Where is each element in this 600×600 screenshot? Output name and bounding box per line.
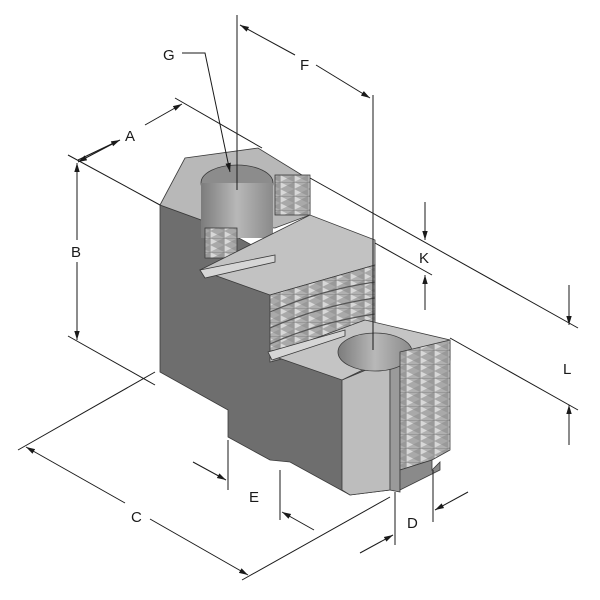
upper-left-serrations	[204, 227, 238, 259]
jaw-end-face	[341, 359, 391, 496]
upper-serrations	[274, 174, 311, 216]
middle-step-top	[198, 214, 376, 296]
jaw-body	[159, 147, 451, 496]
dimension-label-a: A	[125, 128, 135, 145]
dimension-label-b: B	[71, 244, 81, 261]
dimension-label-e: E	[249, 489, 259, 506]
dimension-label-l: L	[563, 361, 571, 378]
lower-serrations	[399, 339, 451, 471]
middle-step-lip	[199, 254, 276, 279]
dimension-label-d: D	[407, 515, 418, 532]
dimension-lines	[17, 15, 579, 581]
dimension-label-g: G	[163, 47, 175, 64]
jaw-end-chamfer	[389, 351, 401, 493]
dimension-label-c: C	[131, 509, 142, 526]
lower-step-lip	[267, 329, 346, 361]
lower-key-slot	[399, 459, 441, 491]
dimension-label-k: K	[419, 250, 429, 267]
dimension-label-f: F	[300, 57, 309, 74]
middle-grooves	[269, 281, 376, 345]
